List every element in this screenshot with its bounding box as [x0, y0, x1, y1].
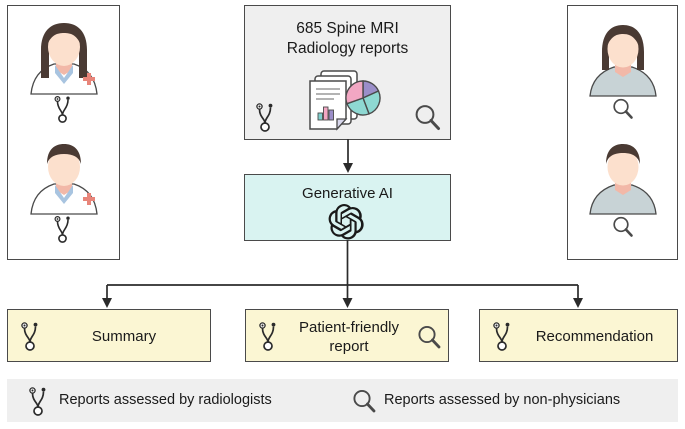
legend-bar: Reports assessed by radiologists Reports… [7, 379, 678, 422]
avatar [588, 25, 657, 97]
output-box-patient-friendly-report: Patient-friendly report [245, 309, 449, 362]
output-label-recommendation: Recommendation [535, 328, 654, 345]
non-physician-1 [567, 22, 678, 121]
corpus-box: 685 Spine MRI Radiology reports [244, 5, 451, 140]
legend-label-non-physicians: Reports assessed by non-physicians [384, 392, 621, 408]
avatar [29, 144, 98, 215]
magnifier-icon [413, 103, 443, 133]
openai-logo-icon [328, 204, 364, 240]
generative-ai-box: Generative AI [244, 174, 451, 241]
stethoscope-icon [18, 321, 44, 351]
magnifier-icon [351, 388, 378, 415]
arrow-ai-to-outputs [102, 240, 583, 308]
corpus-title-line1: 685 Spine MRI [296, 20, 399, 37]
radiologist-2 [7, 140, 120, 243]
radiologist-1 [7, 20, 120, 123]
arrow-corpus-to-ai [343, 139, 353, 173]
output-box-recommendation: Recommendation [479, 309, 678, 362]
output-label-patient-friendly-line2: report [329, 338, 369, 355]
documents-chart-icon [307, 68, 389, 134]
non-physician-2 [567, 140, 678, 239]
output-box-summary: Summary [7, 309, 211, 362]
corpus-title-line2: Radiology reports [286, 40, 409, 57]
output-label-patient-friendly-line1: Patient-friendly [298, 319, 400, 336]
magnifier-icon [416, 324, 443, 351]
magnifier-icon [611, 97, 635, 121]
avatar [588, 144, 657, 215]
generative-ai-title: Generative AI [302, 185, 393, 202]
stethoscope-icon [51, 215, 77, 243]
stethoscope-icon [26, 386, 52, 416]
legend-label-radiologists: Reports assessed by radiologists [59, 392, 272, 408]
magnifier-icon [611, 215, 635, 239]
stethoscope-icon [253, 102, 279, 132]
stethoscope-icon [256, 321, 282, 351]
output-label-summary: Summary [91, 328, 157, 345]
stethoscope-icon [51, 95, 77, 123]
stethoscope-icon [490, 321, 516, 351]
avatar [29, 23, 98, 95]
